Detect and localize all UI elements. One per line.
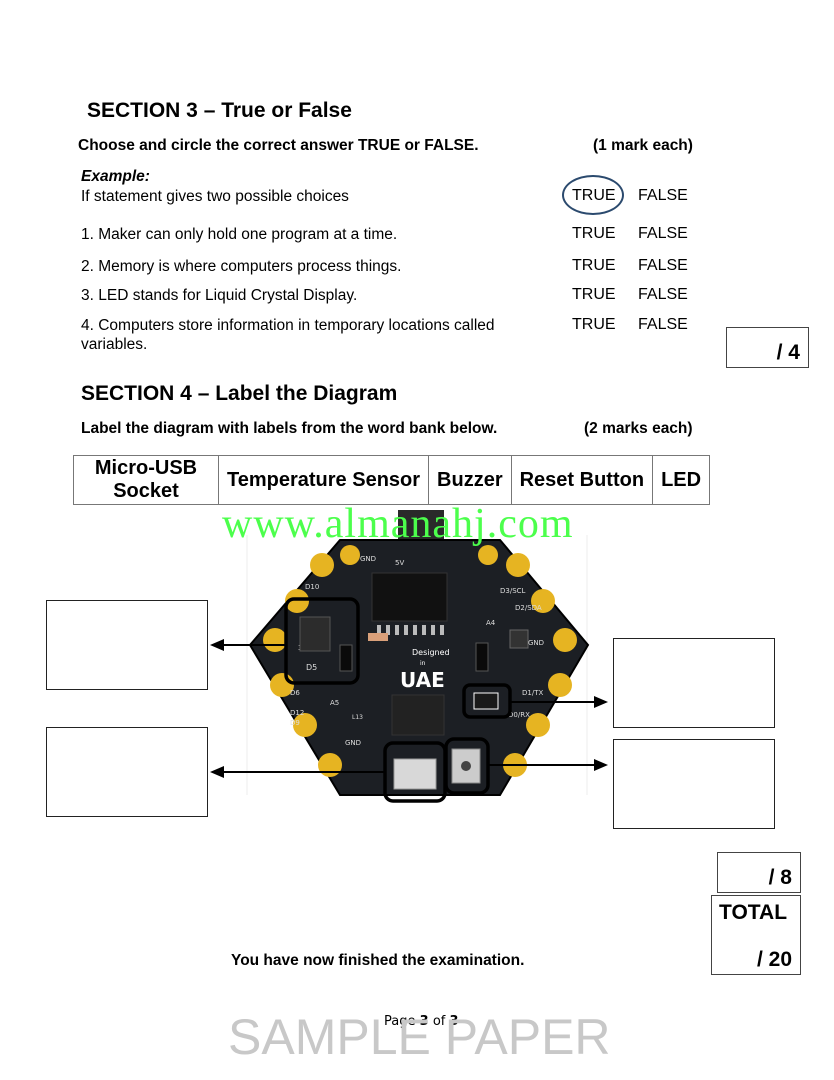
board-diagram: D10 D9 A4 D3/SCL D2/SDA GND D1/TX D0/RX … <box>210 510 608 803</box>
secondary-chip <box>391 694 445 736</box>
pin-d2sda: D2/SDA <box>515 604 542 612</box>
section3-title: SECTION 3 – True or False <box>87 99 352 122</box>
section4-marks: (2 marks each) <box>584 420 693 437</box>
example-text: If statement gives two possible choices <box>81 188 349 205</box>
led-l13-label: L13 <box>352 714 363 721</box>
q4-false[interactable]: FALSE <box>638 316 688 333</box>
word-bank-temperature-sensor: Temperature Sensor <box>217 455 430 505</box>
pin-a5: A5 <box>330 699 339 707</box>
pin-a4: A4 <box>486 619 496 627</box>
section4-title: SECTION 4 – Label the Diagram <box>81 382 398 405</box>
pin-d1tx: D1/TX <box>522 689 543 697</box>
section4-score: / 8 <box>768 866 792 889</box>
question-4: 4. Computers store information in tempor… <box>81 317 495 353</box>
label-box-top-left[interactable] <box>46 600 208 690</box>
brand-designed: Designed <box>412 648 450 657</box>
section3-score-box: / 4 <box>726 327 809 368</box>
total-label: TOTAL <box>719 901 788 924</box>
q3-false[interactable]: FALSE <box>638 286 688 303</box>
watermark-url: www.almanahj.com <box>222 501 574 547</box>
q1-false[interactable]: FALSE <box>638 225 688 242</box>
label-box-bottom-right[interactable] <box>613 739 775 829</box>
finished-text: You have now finished the examination. <box>231 952 525 969</box>
page-footer: Page 3 of 3 <box>384 1014 459 1029</box>
q2-false[interactable]: FALSE <box>638 257 688 274</box>
example-circle <box>562 175 624 215</box>
pin-gnd-top: GND <box>360 555 376 563</box>
q2-true[interactable]: TRUE <box>572 257 616 274</box>
section3-instruction: Choose and circle the correct answer TRU… <box>78 137 479 154</box>
micro-usb-socket <box>393 758 437 790</box>
buzzer-highlight <box>284 597 360 685</box>
word-bank-buzzer: Buzzer <box>428 455 512 505</box>
led-component <box>473 692 499 710</box>
brand-uae: UAE <box>400 668 445 692</box>
example-false[interactable]: FALSE <box>638 187 688 204</box>
word-bank-led: LED <box>652 455 711 505</box>
pin-d12: D12 <box>290 709 304 717</box>
sensor-chip <box>509 629 529 649</box>
word-bank-table: Micro-USB Socket Temperature Sensor Buzz… <box>73 455 711 505</box>
label-box-top-right[interactable] <box>613 638 775 728</box>
main-chip <box>371 572 448 622</box>
label-box-bottom-left[interactable] <box>46 727 208 817</box>
word-bank-micro-usb: Micro-USB Socket <box>73 455 219 505</box>
pin-gnd-left: GND <box>345 739 361 747</box>
section3-score: / 4 <box>776 341 800 364</box>
pin-d3scl: D3/SCL <box>500 587 526 595</box>
example-label: Example: <box>81 168 150 185</box>
question-2: 2. Memory is where computers process thi… <box>81 258 402 275</box>
total-score: / 20 <box>756 948 792 971</box>
buzzer-component <box>299 616 331 652</box>
section4-score-box: / 8 <box>717 852 801 893</box>
word-bank-reset-button: Reset Button <box>510 455 654 505</box>
pin-d6: D6 <box>290 689 300 697</box>
brand-in: in <box>420 660 426 667</box>
pin-d9: D9 <box>290 719 300 727</box>
question-1: 1. Maker can only hold one program at a … <box>81 226 398 243</box>
buzzer-pin-label: D5 <box>306 663 317 672</box>
pin-5v: 5V <box>395 559 404 567</box>
pin-d0rx: D0/RX <box>508 711 530 719</box>
question-3: 3. LED stands for Liquid Crystal Display… <box>81 287 358 304</box>
q1-true[interactable]: TRUE <box>572 225 616 242</box>
section3-marks: (1 mark each) <box>593 137 693 154</box>
q3-true[interactable]: TRUE <box>572 286 616 303</box>
sample-paper-watermark: SAMPLE PAPER <box>228 1009 611 1065</box>
pin-d10: D10 <box>305 583 319 591</box>
resistor <box>368 633 388 641</box>
total-score-box: TOTAL / 20 <box>711 895 801 975</box>
pin-gnd-right: GND <box>528 639 544 647</box>
header-pins <box>475 642 489 672</box>
example-true[interactable]: TRUE <box>572 187 616 204</box>
q4-true[interactable]: TRUE <box>572 316 616 333</box>
section4-instruction: Label the diagram with labels from the w… <box>81 420 498 437</box>
